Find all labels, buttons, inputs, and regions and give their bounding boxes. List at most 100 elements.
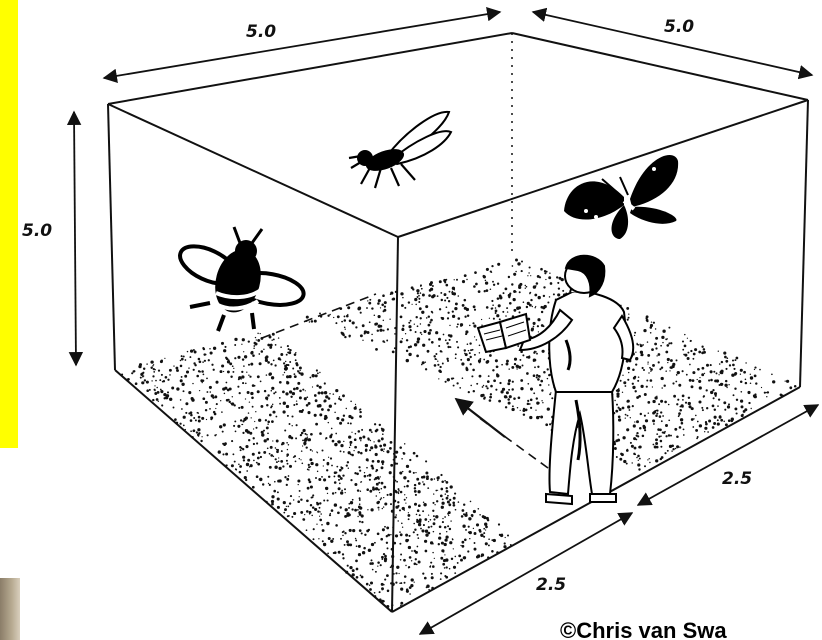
- ground-speck: [240, 419, 242, 421]
- ground-speck: [631, 445, 634, 448]
- ground-speck: [767, 391, 769, 393]
- ground-speck: [491, 265, 493, 267]
- ground-speck: [239, 392, 241, 394]
- ground-speck: [317, 471, 318, 472]
- ground-speck: [180, 399, 182, 401]
- ground-speck: [439, 280, 442, 283]
- ground-speck: [521, 260, 523, 262]
- ground-speck: [266, 426, 269, 429]
- ground-speck: [701, 346, 703, 348]
- ground-speck: [371, 431, 373, 433]
- ground-speck: [665, 435, 667, 437]
- ground-speck: [339, 475, 341, 477]
- ground-speck: [708, 379, 710, 381]
- ground-speck: [228, 401, 230, 403]
- direction-arrow-icon: [456, 399, 505, 437]
- ground-speck: [650, 368, 653, 371]
- ground-speck: [146, 363, 147, 364]
- ground-speck: [740, 369, 743, 372]
- ground-speck: [622, 392, 623, 393]
- ground-speck: [150, 360, 153, 363]
- ground-speck: [359, 415, 362, 418]
- ground-speck: [547, 378, 548, 379]
- ground-speck: [201, 417, 204, 420]
- ground-speck: [269, 484, 271, 486]
- ground-speck: [485, 281, 488, 284]
- ground-speck: [232, 365, 234, 367]
- ground-speck: [439, 308, 441, 310]
- ground-speck: [507, 398, 510, 401]
- ground-speck: [655, 459, 658, 462]
- ground-speck: [358, 545, 361, 548]
- ground-speck: [505, 406, 507, 408]
- ground-speck: [656, 413, 658, 415]
- ground-speck: [649, 458, 650, 459]
- ground-speck: [306, 499, 309, 502]
- ground-speck: [161, 404, 163, 406]
- ground-speck: [314, 320, 317, 323]
- ground-speck: [358, 466, 360, 468]
- ground-speck: [300, 459, 301, 460]
- ground-speck: [257, 339, 260, 342]
- ground-speck: [252, 486, 255, 489]
- ground-speck: [419, 307, 422, 310]
- ground-speck: [418, 298, 420, 300]
- ground-speck: [402, 325, 404, 327]
- ground-speck: [317, 372, 319, 374]
- ground-speck: [320, 513, 322, 515]
- ground-speck: [263, 349, 264, 350]
- ground-speck: [447, 317, 449, 319]
- ground-speck: [692, 379, 695, 382]
- ground-speck: [352, 569, 355, 572]
- ground-speck: [687, 357, 690, 360]
- ground-speck: [527, 383, 529, 385]
- ground-speck: [185, 359, 187, 361]
- ground-speck: [241, 344, 242, 345]
- ground-speck: [325, 487, 328, 490]
- ground-speck: [734, 407, 737, 410]
- ground-speck: [519, 311, 521, 313]
- ground-speck: [655, 328, 656, 329]
- ground-speck: [144, 379, 146, 381]
- ground-speck: [252, 453, 255, 456]
- ground-speck: [316, 369, 318, 371]
- ground-speck: [446, 490, 449, 493]
- ground-speck: [434, 504, 435, 505]
- ground-speck: [666, 344, 669, 347]
- ground-speck: [452, 539, 454, 541]
- ground-speck: [456, 326, 458, 328]
- ground-speck: [310, 504, 312, 506]
- ground-speck: [789, 386, 792, 389]
- ground-speck: [257, 390, 260, 393]
- ground-speck: [188, 367, 189, 368]
- ground-speck: [683, 354, 685, 356]
- ground-speck: [339, 422, 342, 425]
- ground-speck: [644, 415, 646, 417]
- ground-speck: [161, 359, 163, 361]
- ground-speck: [415, 551, 418, 554]
- ground-speck: [652, 419, 655, 422]
- ground-speck: [771, 373, 773, 375]
- ground-speck: [695, 429, 698, 432]
- ground-speck: [350, 401, 352, 403]
- ground-speck: [549, 272, 550, 273]
- ground-speck: [718, 398, 720, 400]
- ground-speck: [664, 401, 667, 404]
- ground-speck: [444, 567, 446, 569]
- ground-speck: [433, 531, 435, 533]
- ground-speck: [422, 573, 424, 575]
- ground-speck: [399, 583, 400, 584]
- ground-speck: [398, 493, 400, 495]
- ground-speck: [291, 516, 293, 518]
- ground-speck: [755, 382, 757, 384]
- ground-speck: [206, 419, 207, 420]
- ground-speck: [433, 522, 436, 525]
- ground-speck: [256, 475, 259, 478]
- ground-speck: [169, 374, 171, 376]
- ground-speck: [449, 291, 451, 293]
- ground-speck: [448, 300, 450, 302]
- ground-speck: [678, 384, 681, 387]
- ground-speck: [469, 352, 471, 354]
- ground-speck: [306, 316, 309, 319]
- ground-speck: [307, 411, 310, 414]
